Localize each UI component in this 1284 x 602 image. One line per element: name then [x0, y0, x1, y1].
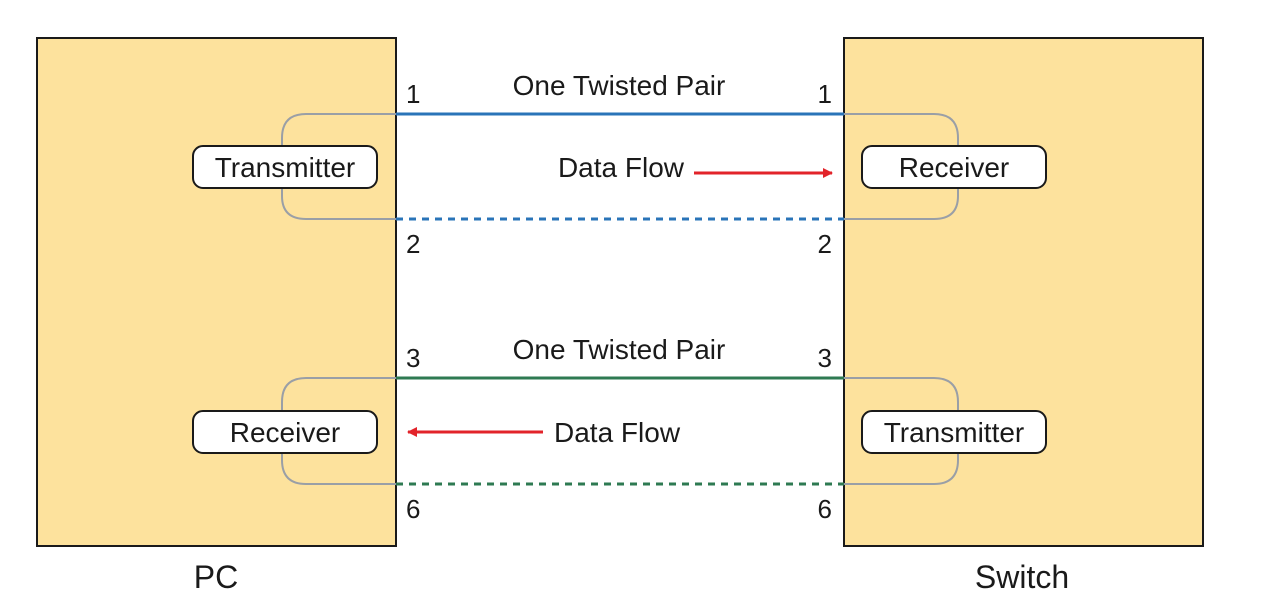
switch-pin-6: 6 [818, 494, 832, 524]
pc-device-box [36, 37, 397, 547]
switch-receiver-box [861, 145, 1047, 189]
pc-receiver-label: Receiver [230, 417, 340, 448]
switch-device-box [843, 37, 1204, 547]
switch-pin-1: 1 [818, 79, 832, 109]
pc-pin-2: 2 [406, 229, 420, 259]
pair2-label: One Twisted Pair [513, 334, 726, 365]
pc-transmitter-box [192, 145, 378, 189]
pc-transmitter-label: Transmitter [215, 152, 356, 183]
pair2-data-flow-label: Data Flow [554, 417, 681, 448]
switch-transmitter-box [861, 410, 1047, 454]
pc-device-label: PC [194, 559, 238, 595]
switch-pin-2: 2 [818, 229, 832, 259]
pc-pin-1: 1 [406, 79, 420, 109]
switch-transmitter-label: Transmitter [884, 417, 1025, 448]
switch-receiver-label: Receiver [899, 152, 1009, 183]
switch-device-label: Switch [975, 559, 1069, 595]
switch-pin-3: 3 [818, 343, 832, 373]
pair1-data-flow-label: Data Flow [558, 152, 685, 183]
pc-receiver-box [192, 410, 378, 454]
pc-pin-6: 6 [406, 494, 420, 524]
pair1-label: One Twisted Pair [513, 70, 726, 101]
pc-pin-3: 3 [406, 343, 420, 373]
